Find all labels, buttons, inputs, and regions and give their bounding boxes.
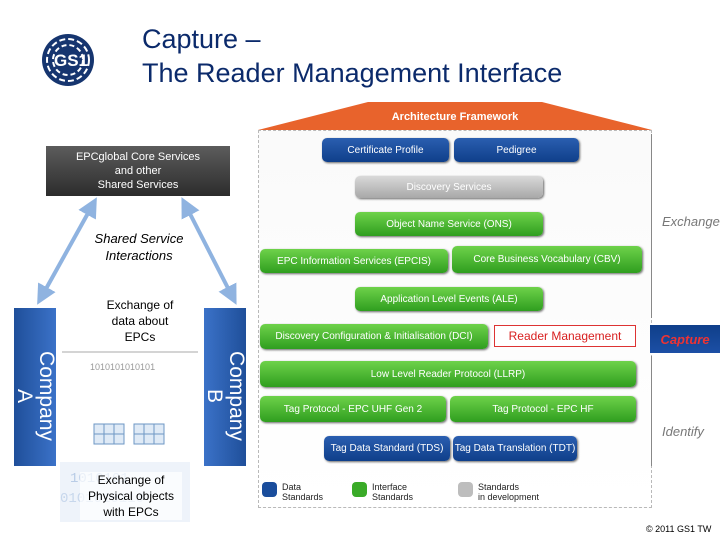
capture-label: Capture [650,325,720,353]
company-b-panel: Company B [203,308,248,466]
arrow-a [37,197,97,305]
llrp-box: Low Level Reader Protocol (LLRP) [260,361,636,387]
binary-stream: 1010101010101 [90,362,156,372]
legend-interface-swatch [352,482,367,497]
pedigree-box: Pedigree [454,138,579,162]
ale-box: Application Level Events (ALE) [355,287,543,311]
company-b-label: Company B [203,317,248,475]
identify-side-label: Identify [662,424,704,439]
core-line-3: Shared Services [97,179,179,191]
shared-interactions-label: Shared Service Interactions [80,230,198,264]
arrow-b [181,197,237,305]
discovery-services-box: Discovery Services [355,176,543,198]
physical-line-2: Physical objects [87,489,175,503]
tag-hf-box: Tag Protocol - EPC HF [450,396,636,422]
physical-exchange-label: Exchange of Physical objects with EPCs [80,472,182,520]
company-a-line-2: A [13,388,36,403]
dci-box: Discovery Configuration & Initialisation… [260,324,488,349]
logo-text: GS1 [54,51,88,70]
legend-dev-swatch [458,482,473,497]
identify-divider [651,356,652,466]
tdt-box: Tag Data Translation (TDT) [453,436,577,461]
reader-management-label: Reader Management [494,325,636,347]
page-title: Capture – The Reader Management Interfac… [142,22,562,90]
tag-uhf-box: Tag Protocol - EPC UHF Gen 2 [260,396,446,422]
cbv-box: Core Business Vocabulary (CBV) [452,246,642,273]
ons-box: Object Name Service (ONS) [355,212,543,236]
physical-line-3: with EPCs [103,505,159,519]
epcis-box: EPC Information Services (EPCIS) [260,249,448,273]
company-b-line-1: Company [225,351,248,441]
title-line-2: The Reader Management Interface [142,58,563,88]
core-services-box: EPCglobal Core Services and other Shared… [46,146,230,196]
legend-interface-label: Interface Standards [372,482,414,502]
legend-dev-label: Standards in development [478,482,540,502]
exchange-line-2: data about [111,314,169,328]
legend-data-label: Data Standards [282,482,324,502]
core-line-1: EPCglobal Core Services [75,151,201,163]
exchange-line-1: Exchange of [106,298,174,312]
exchange-data-label: Exchange of data about EPCs [78,297,202,345]
exchange-divider [651,134,652,318]
company-a-line-1: Company [35,351,58,441]
company-b-line-2: B [203,388,226,403]
company-a-panel: Company A [13,308,58,466]
physical-line-1: Exchange of [97,473,165,487]
exchange-side-label: Exchange [662,214,720,229]
shared-line-2: Interactions [105,248,173,263]
company-a-label: Company A [13,317,58,475]
framework-roof: Architecture Framework [258,100,652,132]
certificate-profile-box: Certificate Profile [322,138,449,162]
core-line-2: and other [114,165,162,177]
pallet-icon [92,420,172,448]
shared-line-1: Shared Service [94,231,184,246]
copyright-text: © 2011 GS1 TW [646,524,712,534]
exchange-line-3: EPCs [124,330,156,344]
interaction-arrows [37,197,237,353]
tds-box: Tag Data Standard (TDS) [324,436,450,461]
roof-label: Architecture Framework [392,111,519,123]
legend-data-swatch [262,482,277,497]
gs1-logo: GS1 [40,32,128,88]
title-line-1: Capture – [142,24,261,54]
